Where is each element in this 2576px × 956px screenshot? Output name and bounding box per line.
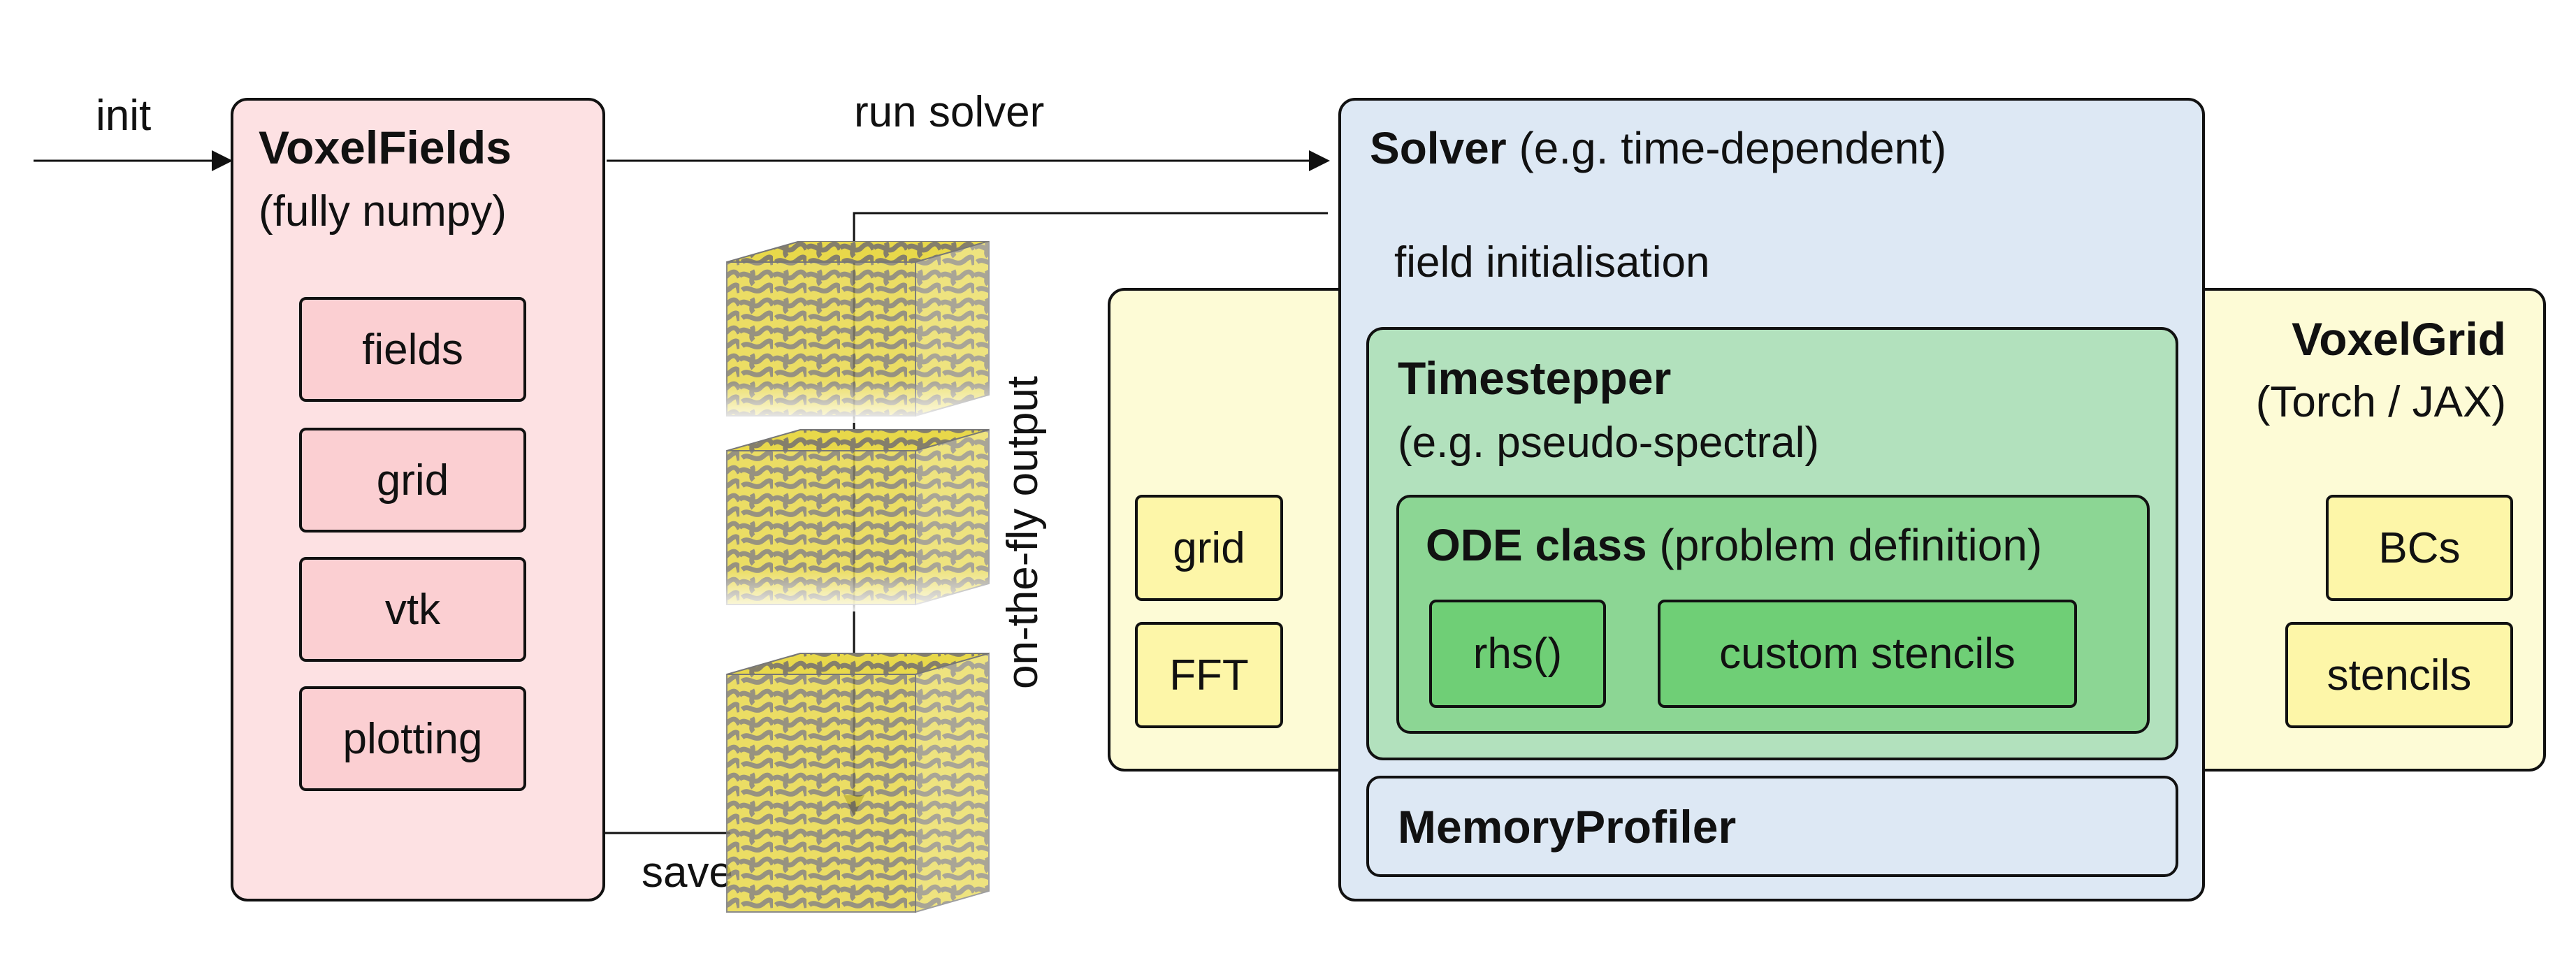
field-initialisation-label: field initialisation — [1394, 238, 1710, 287]
solver-heading: Solver (e.g. time-dependent) — [1370, 126, 1946, 171]
custom-stencils-item: custom stencils — [1658, 600, 2077, 708]
rhs-item: rhs() — [1429, 600, 1606, 708]
init-label: init — [96, 92, 152, 140]
fields-item: fields — [299, 297, 526, 402]
grid-label: grid — [376, 456, 449, 505]
voxelfields-subtitle: (fully numpy) — [259, 187, 507, 236]
voxelgrid-subtitle: (Torch / JAX) — [2255, 378, 2506, 426]
timestepper-subtitle: (e.g. pseudo-spectral) — [1398, 419, 1820, 467]
plotting-item: plotting — [299, 686, 526, 791]
voxelgrid-fft-item: FFT — [1135, 622, 1283, 728]
memory-profiler-label: MemoryProfiler — [1398, 801, 1737, 853]
fields-label: fields — [362, 325, 463, 374]
cube-top — [720, 241, 999, 423]
save-label: save — [642, 848, 733, 897]
voxelgrid-grid-label: grid — [1173, 523, 1245, 572]
voxel-cube-icon — [720, 241, 999, 913]
custom-stencils-label: custom stencils — [1719, 630, 2016, 678]
stencils-item: stencils — [2285, 622, 2513, 728]
voxelgrid-fft-label: FFT — [1169, 651, 1249, 700]
cube-middle — [720, 428, 999, 611]
memory-profiler-box — [1366, 776, 2178, 877]
timestepper-title: Timestepper — [1398, 352, 1672, 404]
grid-item: grid — [299, 428, 526, 533]
output-arrow — [844, 212, 1328, 816]
stencils-label: stencils — [2327, 651, 2472, 700]
solver-title: Solver — [1370, 123, 1507, 173]
cube-bottom — [726, 652, 990, 913]
ode-title: ODE class — [1426, 520, 1647, 570]
vtk-label: vtk — [384, 585, 441, 634]
voxelfields-title: VoxelFields — [259, 122, 512, 173]
ode-subtitle: (problem definition) — [1659, 520, 2043, 570]
plotting-label: plotting — [342, 714, 483, 763]
voxelgrid-grid-item: grid — [1135, 495, 1283, 601]
solver-subtitle: (e.g. time-dependent) — [1519, 123, 1947, 173]
voxelgrid-title: VoxelGrid — [2292, 313, 2506, 365]
run-solver-label: run solver — [854, 88, 1045, 136]
bcs-label: BCs — [2378, 523, 2461, 572]
rhs-label: rhs() — [1472, 630, 1563, 678]
bcs-item: BCs — [2326, 495, 2513, 601]
ode-heading: ODE class (problem definition) — [1426, 523, 2042, 567]
vtk-item: vtk — [299, 557, 526, 662]
